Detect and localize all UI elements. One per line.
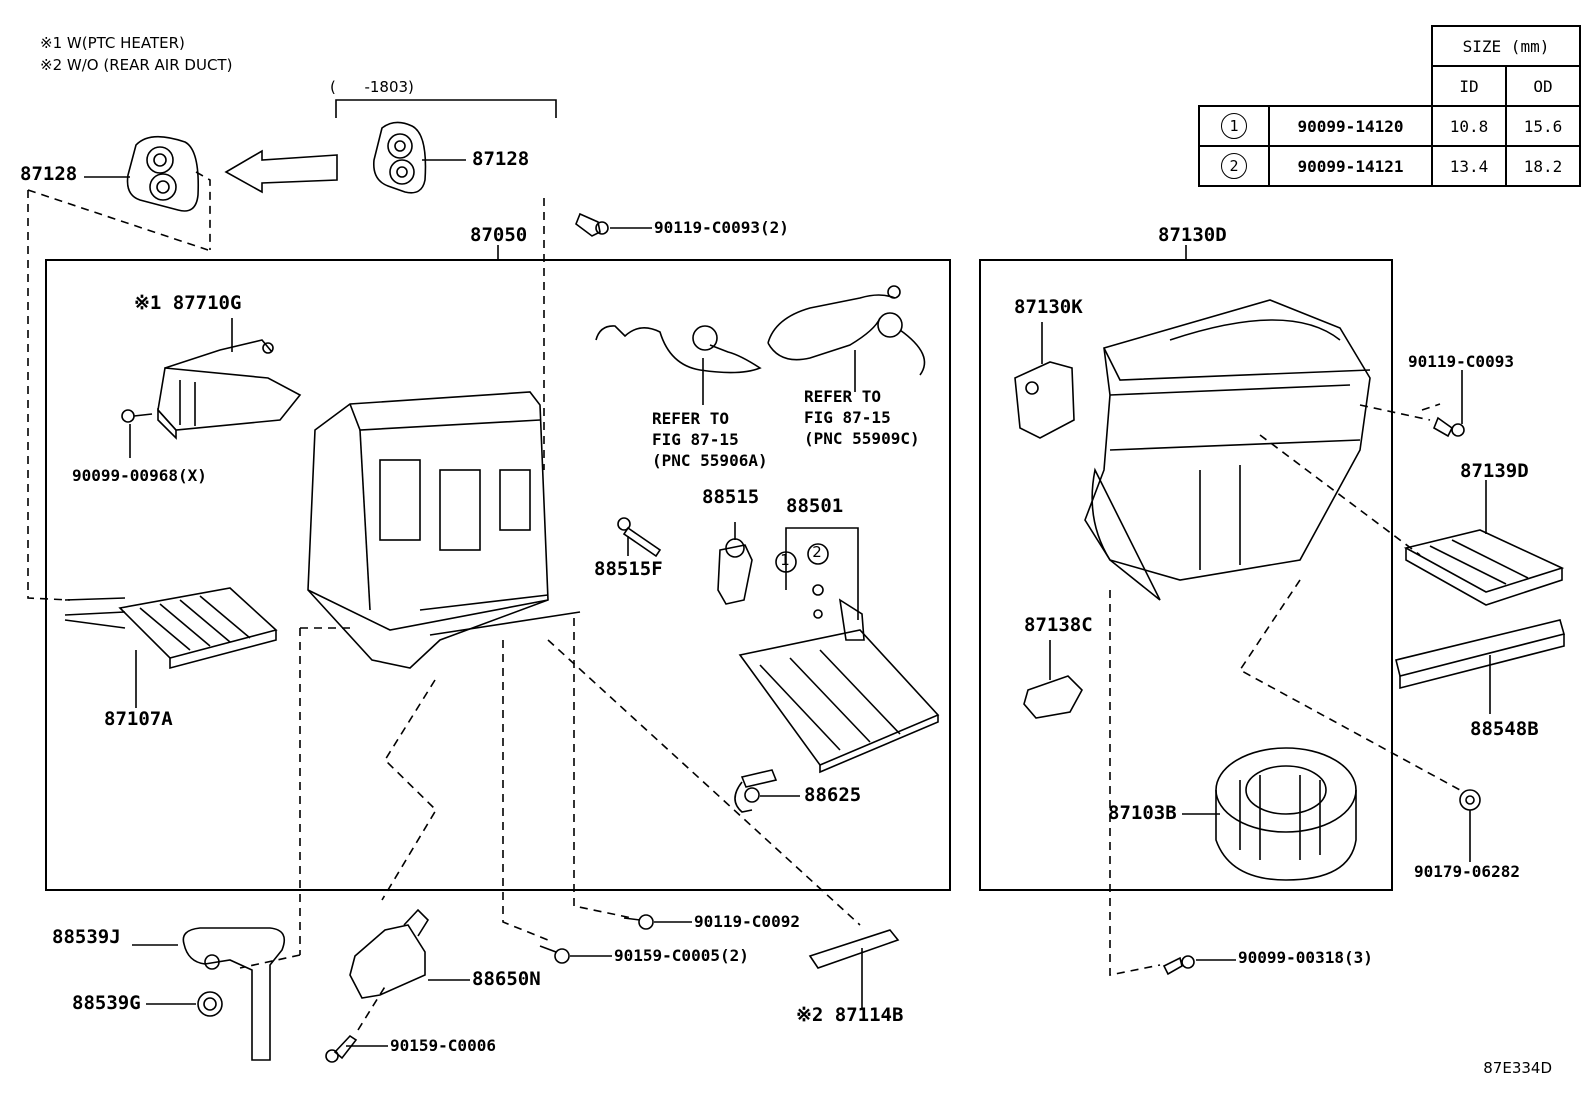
label-87114b[interactable]: ※2 87114B bbox=[796, 1004, 904, 1026]
range-label: ( -1803) bbox=[330, 78, 414, 96]
nut-90179-06282 bbox=[1459, 789, 1481, 811]
label-90119-c0093-2[interactable]: 90119-C0093(2) bbox=[654, 218, 789, 237]
col-id: ID bbox=[1431, 65, 1507, 107]
label-90159-c0006[interactable]: 90159-C0006 bbox=[390, 1036, 496, 1055]
refer-note-55906a[interactable]: REFER TO FIG 87-15 (PNC 55906A) bbox=[652, 409, 768, 470]
label-88501[interactable]: 88501 bbox=[786, 495, 844, 517]
label-87130k[interactable]: 87130K bbox=[1014, 296, 1083, 318]
label-87128-left[interactable]: 87128 bbox=[20, 163, 78, 185]
label-87130d[interactable]: 87130D bbox=[1158, 224, 1227, 246]
row-part: 90099-14120 bbox=[1268, 105, 1433, 147]
bolt-90119-c0093 bbox=[575, 212, 609, 237]
thermistor-88625 bbox=[734, 769, 778, 813]
label-88515[interactable]: 88515 bbox=[702, 486, 760, 508]
label-88539g[interactable]: 88539G bbox=[72, 992, 141, 1014]
actuator-88650n bbox=[349, 908, 430, 999]
label-87128-right[interactable]: 87128 bbox=[472, 148, 530, 170]
label-87710g[interactable]: ※1 87710G bbox=[134, 292, 242, 314]
label-88515f[interactable]: 88515F bbox=[594, 558, 663, 580]
hvac-case-87050 bbox=[307, 391, 581, 669]
label-90099-00318-3[interactable]: 90099-00318(3) bbox=[1238, 948, 1373, 967]
label-88548b[interactable]: 88548B bbox=[1470, 718, 1539, 740]
row-mark: 1 bbox=[1221, 113, 1247, 139]
screw-90159-c0005 bbox=[539, 945, 570, 964]
blower-case-87130d bbox=[1084, 299, 1371, 601]
label-87050[interactable]: 87050 bbox=[470, 224, 528, 246]
duct-87114b bbox=[808, 929, 900, 969]
label-90159-c0005-2[interactable]: 90159-C0005(2) bbox=[614, 946, 749, 965]
seal-88539g bbox=[197, 991, 223, 1017]
screw-90099-00318 bbox=[1162, 955, 1195, 976]
label-87103b[interactable]: 87103B bbox=[1108, 802, 1177, 824]
sensor-87138c bbox=[1023, 675, 1083, 719]
ptc-heater-87710g bbox=[157, 339, 302, 440]
bolt-90119-c0092 bbox=[623, 914, 654, 930]
size-header: SIZE (mm) bbox=[1431, 25, 1581, 67]
label-88625[interactable]: 88625 bbox=[804, 784, 862, 806]
label-87138c[interactable]: 87138C bbox=[1024, 614, 1093, 636]
sensor-88515 bbox=[717, 538, 753, 605]
bolt-90119-c0093-right bbox=[1432, 416, 1465, 438]
o-ring-2 bbox=[807, 543, 829, 565]
filter-88548b bbox=[1395, 619, 1565, 690]
row-id: 10.8 bbox=[1431, 105, 1507, 147]
table-row: 2 90099-14121 13.4 18.2 bbox=[1198, 145, 1581, 187]
harness-55909c bbox=[767, 285, 926, 392]
blower-motor-87103b bbox=[1215, 747, 1357, 881]
col-od: OD bbox=[1505, 65, 1581, 107]
note-ptc-heater: ※1 W(PTC HEATER) bbox=[40, 34, 185, 52]
refer-note-55909c[interactable]: REFER TO FIG 87-15 (PNC 55909C) bbox=[804, 387, 920, 448]
label-90179-06282[interactable]: 90179-06282 bbox=[1414, 862, 1520, 881]
label-88539j[interactable]: 88539J bbox=[52, 926, 121, 948]
bolt-88515f bbox=[617, 517, 662, 558]
circle-mark-2: 2 bbox=[812, 543, 822, 561]
actuator-87130k bbox=[1014, 361, 1075, 439]
row-od: 18.2 bbox=[1505, 145, 1581, 187]
row-id: 13.4 bbox=[1431, 145, 1507, 187]
circle-mark-1: 1 bbox=[780, 551, 790, 569]
grommet-87128-left bbox=[126, 135, 200, 212]
screw-90099-00968 bbox=[121, 409, 153, 423]
row-part: 90099-14121 bbox=[1268, 145, 1433, 187]
label-90119-c0093[interactable]: 90119-C0093 bbox=[1408, 352, 1514, 371]
filter-87139d bbox=[1403, 529, 1565, 606]
note-rear-air-duct: ※2 W/O (REAR AIR DUCT) bbox=[40, 56, 233, 74]
label-90119-c0092[interactable]: 90119-C0092 bbox=[694, 912, 800, 931]
screw-90159-c0006 bbox=[325, 1034, 358, 1063]
arrow-left-icon bbox=[224, 149, 338, 194]
label-87139d[interactable]: 87139D bbox=[1460, 460, 1529, 482]
grommet-87128-right bbox=[372, 121, 427, 194]
size-table: SIZE (mm) ID OD 1 90099-14120 10.8 15.6 … bbox=[1198, 25, 1581, 187]
table-row: 1 90099-14120 10.8 15.6 bbox=[1198, 105, 1581, 147]
o-ring-1 bbox=[775, 551, 797, 573]
heater-core-87107a bbox=[64, 587, 278, 670]
figure-code: 87E334D bbox=[1483, 1059, 1552, 1077]
row-od: 15.6 bbox=[1505, 105, 1581, 147]
label-87107a[interactable]: 87107A bbox=[104, 708, 173, 730]
label-90099-00968[interactable]: 90099-00968(X) bbox=[72, 466, 207, 485]
label-88650n[interactable]: 88650N bbox=[472, 968, 541, 990]
harness-55906a bbox=[595, 325, 762, 405]
evaporator bbox=[738, 598, 940, 774]
row-mark: 2 bbox=[1221, 153, 1247, 179]
duct-88539j bbox=[182, 927, 286, 1061]
